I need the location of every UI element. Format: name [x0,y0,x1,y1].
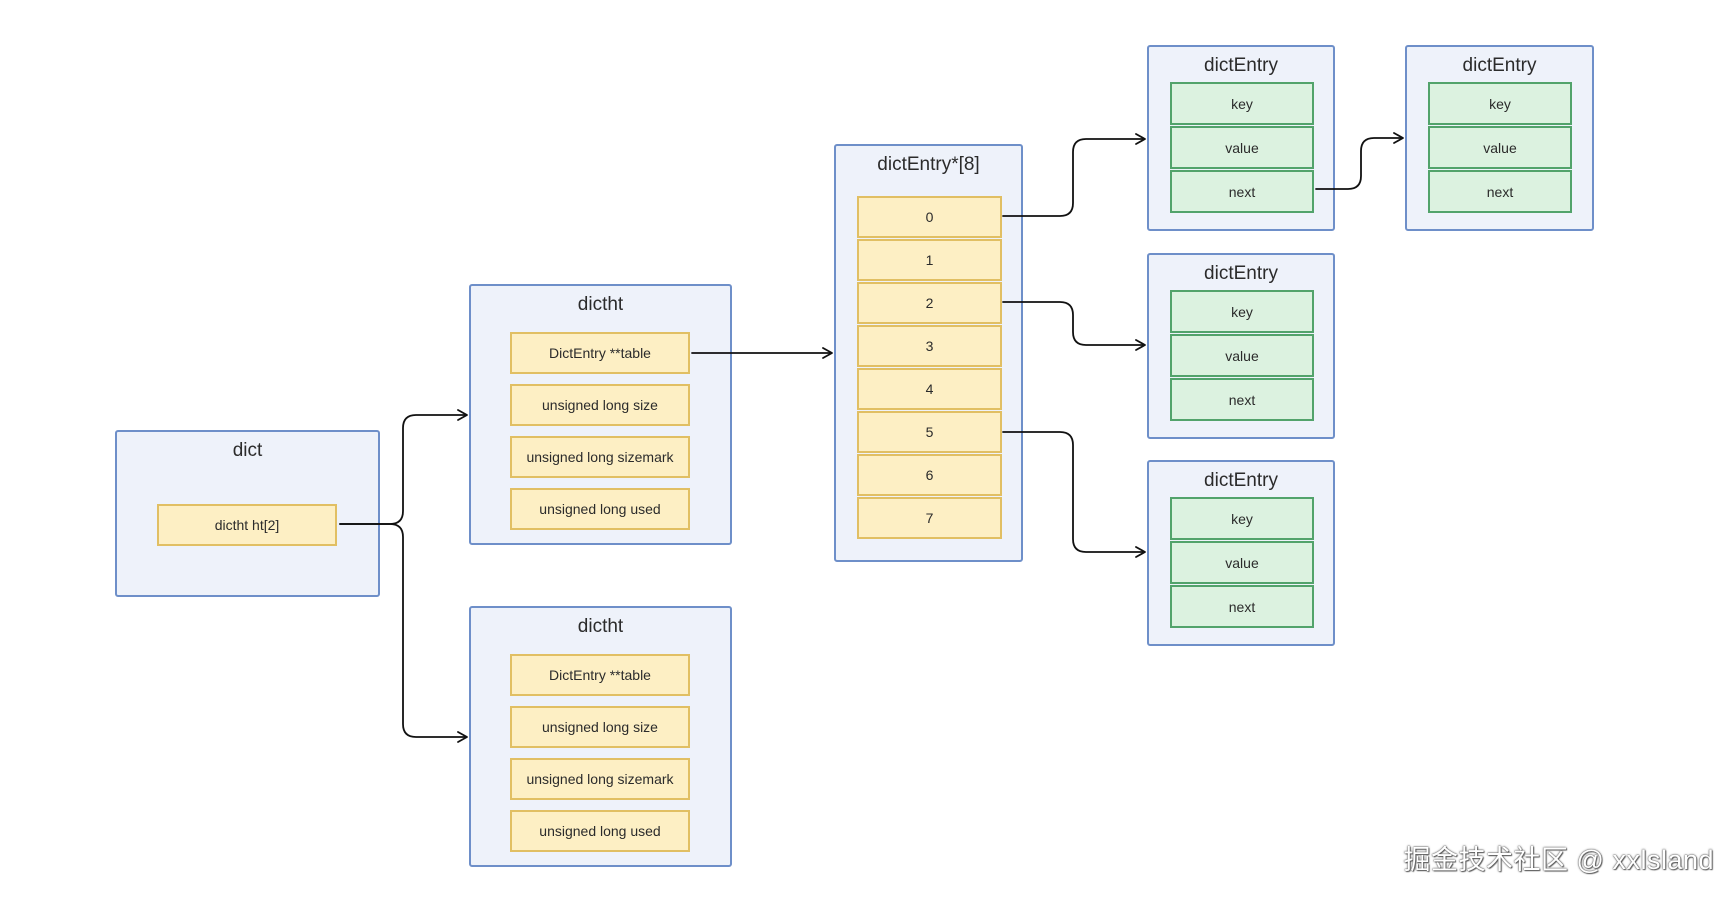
dict-entry-box-d: dictEntry key value next [1405,45,1594,231]
dict-ht-field: dictht ht[2] [157,504,337,546]
dict-entry-title: dictEntry [1204,55,1278,76]
dict-entry-title: dictEntry [1462,55,1537,76]
dictht-box-2: dictht DictEntry **table unsigned long s… [469,606,732,867]
dict-entry-box-c: dictEntry key value next [1147,460,1335,646]
dict-title: dict [232,440,263,461]
bucket-slot: 7 [857,497,1002,539]
bucket-array-box: dictEntry*[8] 0 1 2 3 4 5 6 7 [834,144,1023,562]
entry-key-field: key [1428,82,1572,125]
entry-next-field: next [1170,585,1314,628]
entry-next-field: next [1428,170,1572,213]
dictht-2-sizemark-field: unsigned long sizemark [510,758,690,800]
dictht-2-table-field: DictEntry **table [510,654,690,696]
entry-next-field: next [1170,378,1314,421]
bucket-array-title: dictEntry*[8] [877,154,980,175]
dictht-1-size-field: unsigned long size [510,384,690,426]
dict-box: dict dictht ht[2] [115,430,380,597]
dictht-1-used-field: unsigned long used [510,488,690,530]
entry-key-field: key [1170,290,1314,333]
entry-value-field: value [1170,126,1314,169]
arrow-dict-to-dictht-1 [339,409,468,525]
dictht-box-1: dictht DictEntry **table unsigned long s… [469,284,732,545]
arrow-slot5-to-entry [1002,431,1146,558]
entry-next-field: next [1170,170,1314,213]
arrow-next-to-entry [1315,132,1404,190]
bucket-slot: 3 [857,325,1002,367]
arrow-slot0-to-entry [1002,133,1146,217]
dictht-title-2: dictht [577,616,624,637]
dictht-title-1: dictht [577,294,624,315]
dictht-1-sizemark-field: unsigned long sizemark [510,436,690,478]
entry-key-field: key [1170,82,1314,125]
dictht-2-size-field: unsigned long size [510,706,690,748]
watermark: 掘金技术社区 @ xxlsland [1403,845,1714,875]
dict-entry-box-a: dictEntry key value next [1147,45,1335,231]
entry-value-field: value [1428,126,1572,169]
entry-value-field: value [1170,334,1314,377]
dict-entry-title: dictEntry [1204,470,1278,491]
bucket-slot: 0 [857,196,1002,238]
arrow-slot2-to-entry [1002,301,1146,351]
entry-key-field: key [1170,497,1314,540]
dict-entry-title: dictEntry [1204,263,1278,284]
bucket-slot: 5 [857,411,1002,453]
dictht-1-table-field: DictEntry **table [510,332,690,374]
bucket-slot: 6 [857,454,1002,496]
dictht-2-used-field: unsigned long used [510,810,690,852]
arrow-dict-to-dictht-2 [339,523,468,743]
bucket-slot: 1 [857,239,1002,281]
bucket-slot: 4 [857,368,1002,410]
entry-value-field: value [1170,541,1314,584]
bucket-slot: 2 [857,282,1002,324]
dict-entry-box-b: dictEntry key value next [1147,253,1335,439]
